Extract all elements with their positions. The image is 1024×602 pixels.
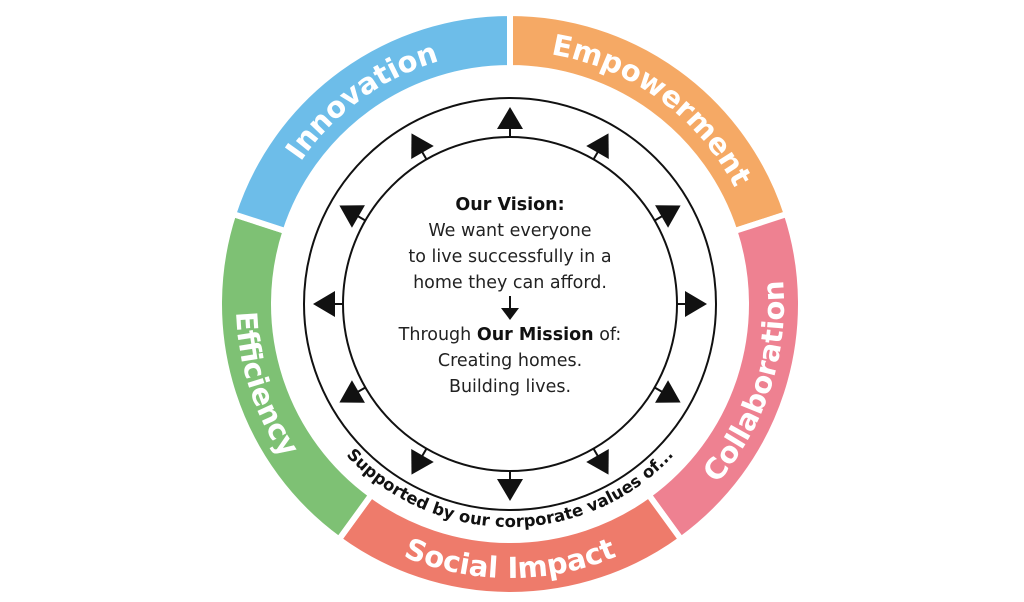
vision-heading: Our Vision: <box>455 195 565 215</box>
outward-arrow-icon <box>654 380 681 403</box>
mission-line: Creating homes. <box>437 351 583 371</box>
outward-arrow-icon <box>497 471 523 501</box>
vision-line: to live successfully in a <box>408 247 612 267</box>
vision-line: We want everyone <box>428 221 592 241</box>
outward-arrow-icon <box>497 107 523 137</box>
vision-block: Our Vision: We want everyone to live suc… <box>360 192 660 296</box>
outward-arrow-icon <box>677 291 707 317</box>
mission-line: Building lives. <box>448 377 572 397</box>
segment-innovation <box>229 9 513 235</box>
outward-arrow-icon <box>586 133 609 160</box>
outer-ring-line <box>303 97 717 511</box>
outward-arrow-icon <box>339 205 366 228</box>
outward-arrow-icon <box>586 448 609 475</box>
mission-heading: Through Our Mission of: <box>398 325 622 345</box>
outward-arrow-icon <box>411 448 434 475</box>
mission-block: Through Our Mission of: Creating homes. … <box>360 322 660 400</box>
outward-arrow-icon <box>654 205 681 228</box>
vision-line: home they can afford. <box>413 273 607 293</box>
outward-arrow-icon <box>411 133 434 160</box>
down-arrow-icon <box>501 296 519 320</box>
outward-arrow-icon <box>339 380 366 403</box>
outward-arrow-icon <box>313 291 343 317</box>
